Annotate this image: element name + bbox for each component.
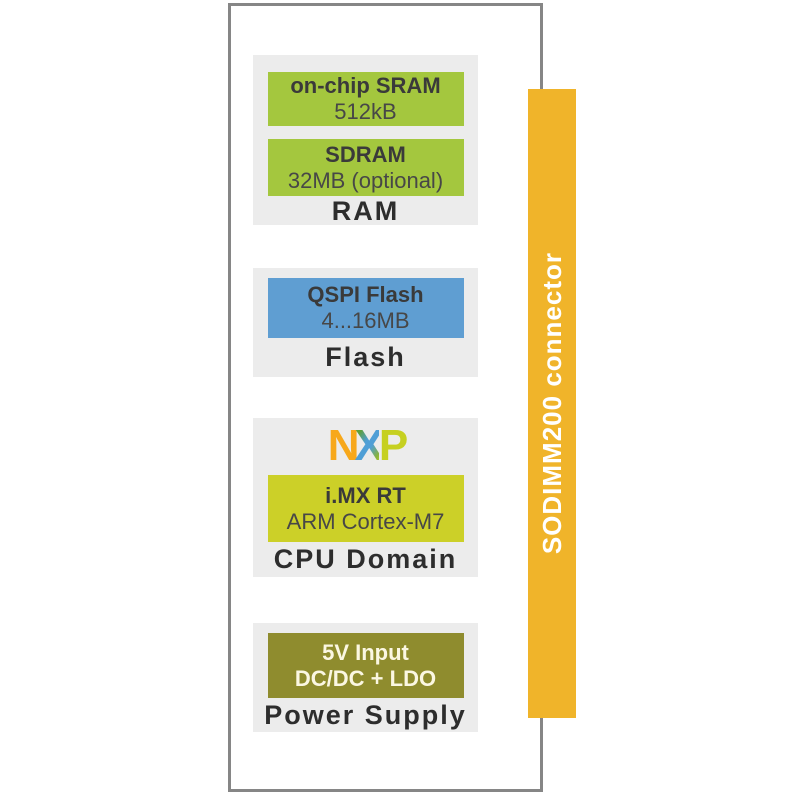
- block-onchip-sram: on-chip SRAM 512kB: [267, 72, 464, 126]
- block-power-input: 5V Input DC/DC + LDO: [267, 633, 464, 698]
- sodimm-connector-bar: SODIMM200 connector: [528, 89, 576, 718]
- block-power-input-title: 5V Input: [322, 639, 409, 665]
- block-sdram-title: SDRAM: [325, 141, 406, 167]
- block-onchip-sram-title: on-chip SRAM: [290, 73, 441, 98]
- section-label-cpu: CPU Domain: [273, 544, 458, 574]
- block-imx-rt-title: i.MX RT: [325, 482, 406, 508]
- section-power: 5V Input DC/DC + LDO Power Supply: [253, 623, 478, 732]
- block-onchip-sram-size: 512kB: [334, 99, 397, 124]
- block-sdram: SDRAM 32MB (optional): [267, 139, 464, 196]
- nxp-logo-letter-p: P: [378, 421, 408, 470]
- block-sdram-size: 32MB (optional): [287, 167, 444, 193]
- section-cpu: N X P i.MX RT ARM Cortex-M7 CPU Domain: [253, 418, 478, 577]
- block-qspi-flash: QSPI Flash 4...16MB: [267, 278, 464, 338]
- section-ram: on-chip SRAM 512kB SDRAM 32MB (optional)…: [253, 55, 478, 226]
- section-flash: QSPI Flash 4...16MB Flash: [253, 268, 478, 377]
- nxp-logo: N X P: [327, 421, 409, 470]
- block-imx-rt-core: ARM Cortex-M7: [286, 508, 445, 534]
- section-label-power: Power Supply: [264, 699, 467, 730]
- section-label-flash: Flash: [325, 342, 406, 372]
- sodimm-connector-label: SODIMM200 connector: [536, 252, 567, 555]
- section-label-ram: RAM: [331, 196, 400, 226]
- block-imx-rt: i.MX RT ARM Cortex-M7: [267, 475, 464, 542]
- block-power-input-detail: DC/DC + LDO: [294, 665, 437, 691]
- nxp-logo-letter-x: X: [354, 421, 384, 470]
- nxp-logo-letter-n: N: [327, 421, 360, 470]
- block-qspi-flash-title: QSPI Flash: [307, 282, 424, 307]
- block-qspi-flash-size: 4...16MB: [321, 308, 410, 333]
